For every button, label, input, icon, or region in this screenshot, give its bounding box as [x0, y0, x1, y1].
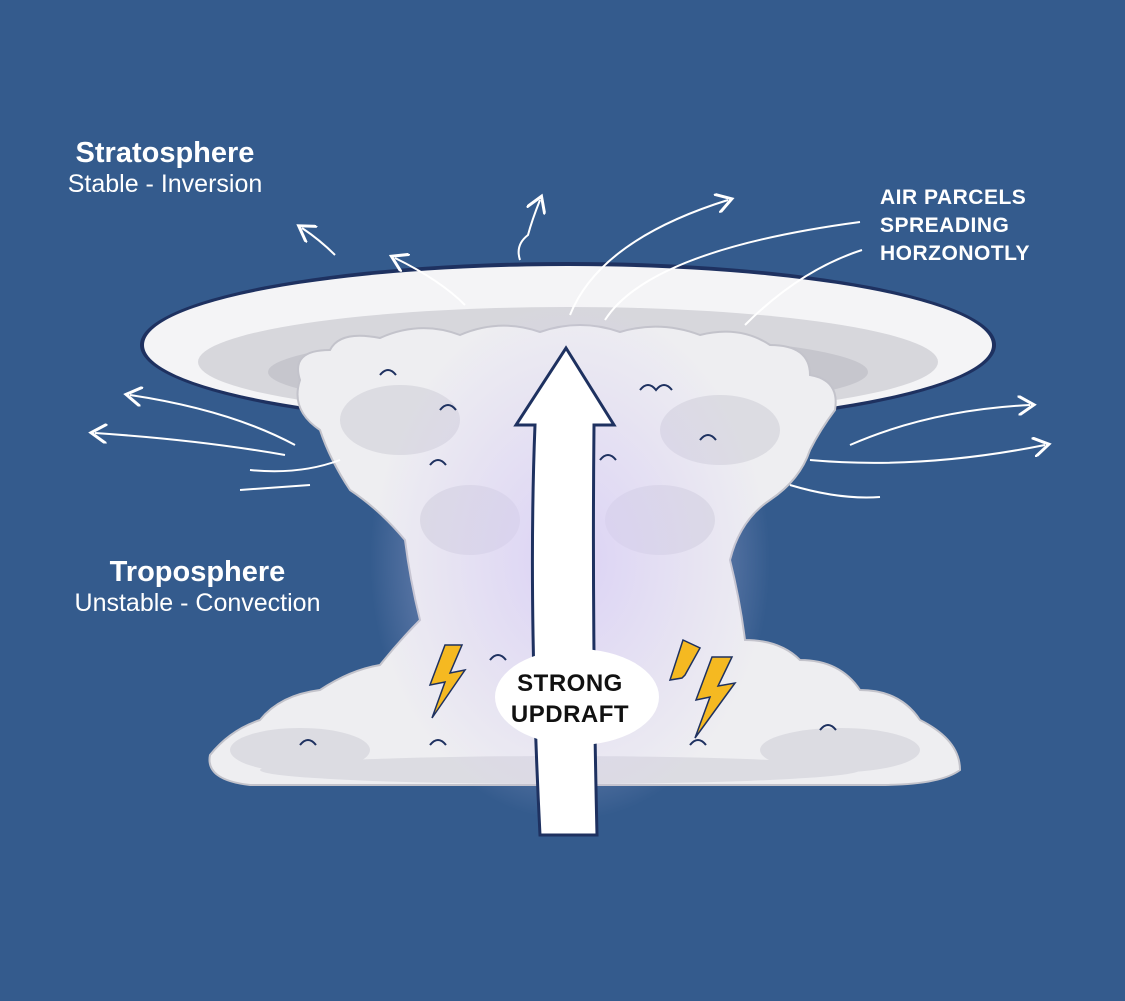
stratosphere-label: Stratosphere Stable - Inversion	[30, 137, 300, 199]
stratosphere-subtitle: Stable - Inversion	[67, 170, 263, 198]
updraft-label-line: STRONG	[517, 670, 623, 697]
updraft-label-bubble	[495, 649, 659, 745]
annotation-line: HORZONOTLY	[880, 242, 1031, 265]
lightning-bolt-icon	[428, 638, 737, 739]
annotation-line: AIR PARCELS	[880, 186, 1027, 209]
stratosphere-title: Stratosphere	[75, 137, 255, 169]
air-flow-arrows	[95, 200, 1045, 499]
air-parcels-annotation: AIR PARCELS SPREADING HORZONOTLY	[880, 184, 1030, 268]
updraft-label: STRONG UPDRAFT	[495, 668, 645, 730]
annotation-line: SPREADING	[880, 214, 1010, 237]
troposphere-title: Troposphere	[109, 556, 286, 588]
troposphere-subtitle: Unstable - Convection	[74, 589, 321, 617]
troposphere-label: Troposphere Unstable - Convection	[40, 556, 355, 618]
updraft-label-line: UPDRAFT	[510, 701, 630, 728]
cloud-detail-lines	[299, 369, 837, 746]
